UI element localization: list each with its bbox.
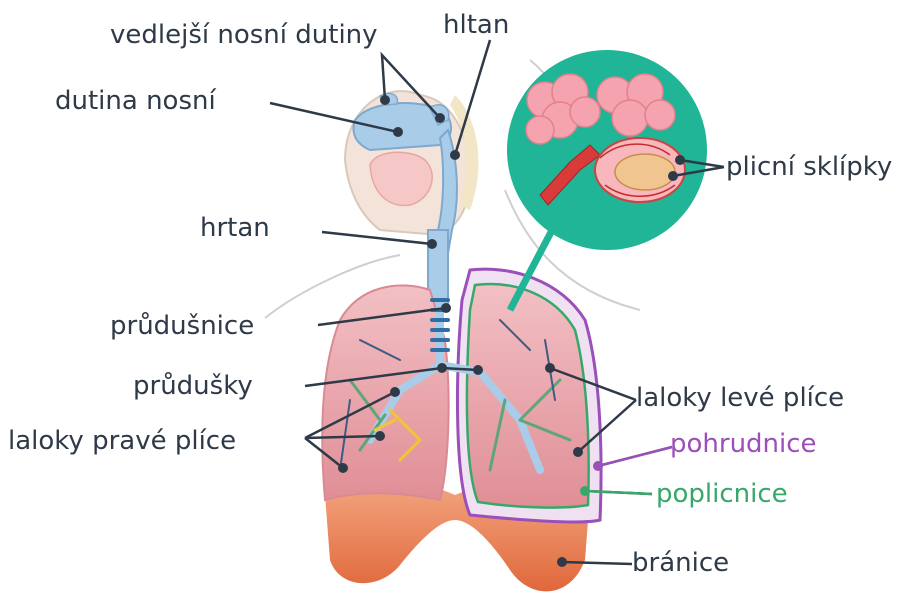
label-pohrudnice: pohrudnice xyxy=(670,429,817,459)
label-branice: bránice xyxy=(632,548,729,578)
label-hltan: hltan xyxy=(443,10,509,40)
label-hrtan: hrtan xyxy=(200,213,270,243)
label-vedlejsi-nosni-dutiny: vedlejší nosní dutiny xyxy=(110,20,378,50)
label-dutina-nosni: dutina nosní xyxy=(55,86,216,116)
label-prudusky: průdušky xyxy=(133,371,253,401)
alveoli-callout xyxy=(507,50,707,250)
label-laloky-leve-plice: laloky levé plíce xyxy=(636,383,844,413)
label-poplicnice: poplicnice xyxy=(656,479,788,509)
label-laloky-prave-plice: laloky pravé plíce xyxy=(8,426,236,456)
label-prudusnice: průdušnice xyxy=(110,311,254,341)
label-plicni-sklipky: plicní sklípky xyxy=(726,152,892,182)
